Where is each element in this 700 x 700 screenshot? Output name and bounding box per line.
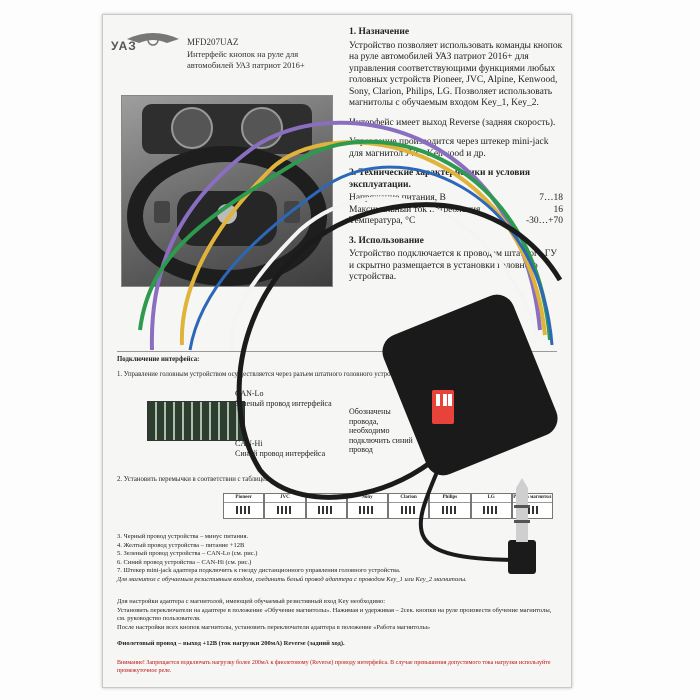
can-lo-label: CAN-Lo Зеленый провод интерфейса [235, 389, 332, 408]
dashboard-photo [121, 95, 333, 287]
table-cell: Sony [346, 493, 388, 519]
list-item: 6. Синий провод устройства – CAN-Hi (см.… [117, 558, 252, 566]
connection-section: Подключение интерфейса: 1. Управление го… [117, 355, 557, 379]
head-unit-connector [147, 401, 245, 441]
spec-row: Температура, °С-30…+70 [349, 216, 563, 226]
table-cell: Kenwood [305, 493, 347, 519]
list-item: 4. Желтый провод устройства – питание +1… [117, 541, 245, 549]
table-cell: Pioneer [223, 493, 265, 519]
section-3-title: 3. Использование [349, 235, 424, 246]
connection-step-1: 1. Управление головным устройством осуще… [117, 371, 422, 378]
violet-wire-note: Фиолетовый провод – выход +12В (ток нагр… [117, 640, 345, 647]
jumpers-step: 2. Установить перемычки в соответствии с… [117, 476, 269, 483]
jumper-table: Pioneer JVC Kenwood Sony Clarion Philips… [223, 493, 553, 519]
list-item: 7. Штекер mini-jack адаптера подключить … [117, 567, 401, 574]
table-cell: JVC [264, 493, 306, 519]
section-3-text: Устройство подключается к проводам штатн… [349, 249, 557, 282]
list-item: После настройки всех кнопок магнитолы, у… [117, 623, 431, 631]
section-1-title: 1. Назначение [349, 27, 410, 37]
instruction-sheet: УАЗ MFD207UAZ Интерфейс кнопок на руле д… [102, 14, 572, 688]
list-item: 5. Зеленый провод устройства – CAN-Lo (с… [117, 550, 258, 557]
control-text: Управление производится через штекер min… [349, 137, 549, 159]
brand-text: УАЗ [111, 39, 137, 53]
table-cell: Clarion [388, 493, 430, 519]
list-item: 3. Черный провод устройства – минус пита… [117, 533, 249, 540]
table-cell: Philips [429, 493, 471, 519]
product-subtitle: Интерфейс кнопок на руле для автомобилей… [187, 49, 305, 70]
section-divider [117, 351, 557, 352]
table-cell: LG [470, 493, 512, 519]
wire-note: Обозначены провода, необходимо подключит… [349, 407, 413, 454]
wiring-instructions: 3. Черный провод устройства – минус пита… [117, 533, 557, 649]
section-2-title: 2. Технические характеристики и условия … [349, 168, 530, 190]
can-hi-label: CAN-Hi Синий провод интерфейса [235, 439, 326, 458]
model-number: MFD207UAZ [187, 37, 239, 47]
list-item: Для магнитол с обучаемым резистивным вхо… [117, 575, 467, 583]
reverse-text: Интерфейс имеет выход Reverse (задняя ск… [349, 117, 556, 128]
uaz-logo-icon [127, 33, 179, 46]
warning-text: Внимание! Запрещается подключать нагрузк… [117, 660, 551, 674]
section-1-text: Устройство позволяет использовать команд… [349, 40, 563, 109]
list-item: Для настройки адаптера с магнитолой, име… [117, 598, 386, 605]
connection-title: Подключение интерфейса: [117, 356, 200, 363]
table-cell: Работа магнитол [511, 493, 553, 519]
list-item: Установить переключатели на адаптере в п… [117, 606, 552, 623]
steering-wheel-icon [127, 104, 327, 286]
specification-column: 1. Назначение Устройство позволяет испол… [349, 27, 563, 292]
